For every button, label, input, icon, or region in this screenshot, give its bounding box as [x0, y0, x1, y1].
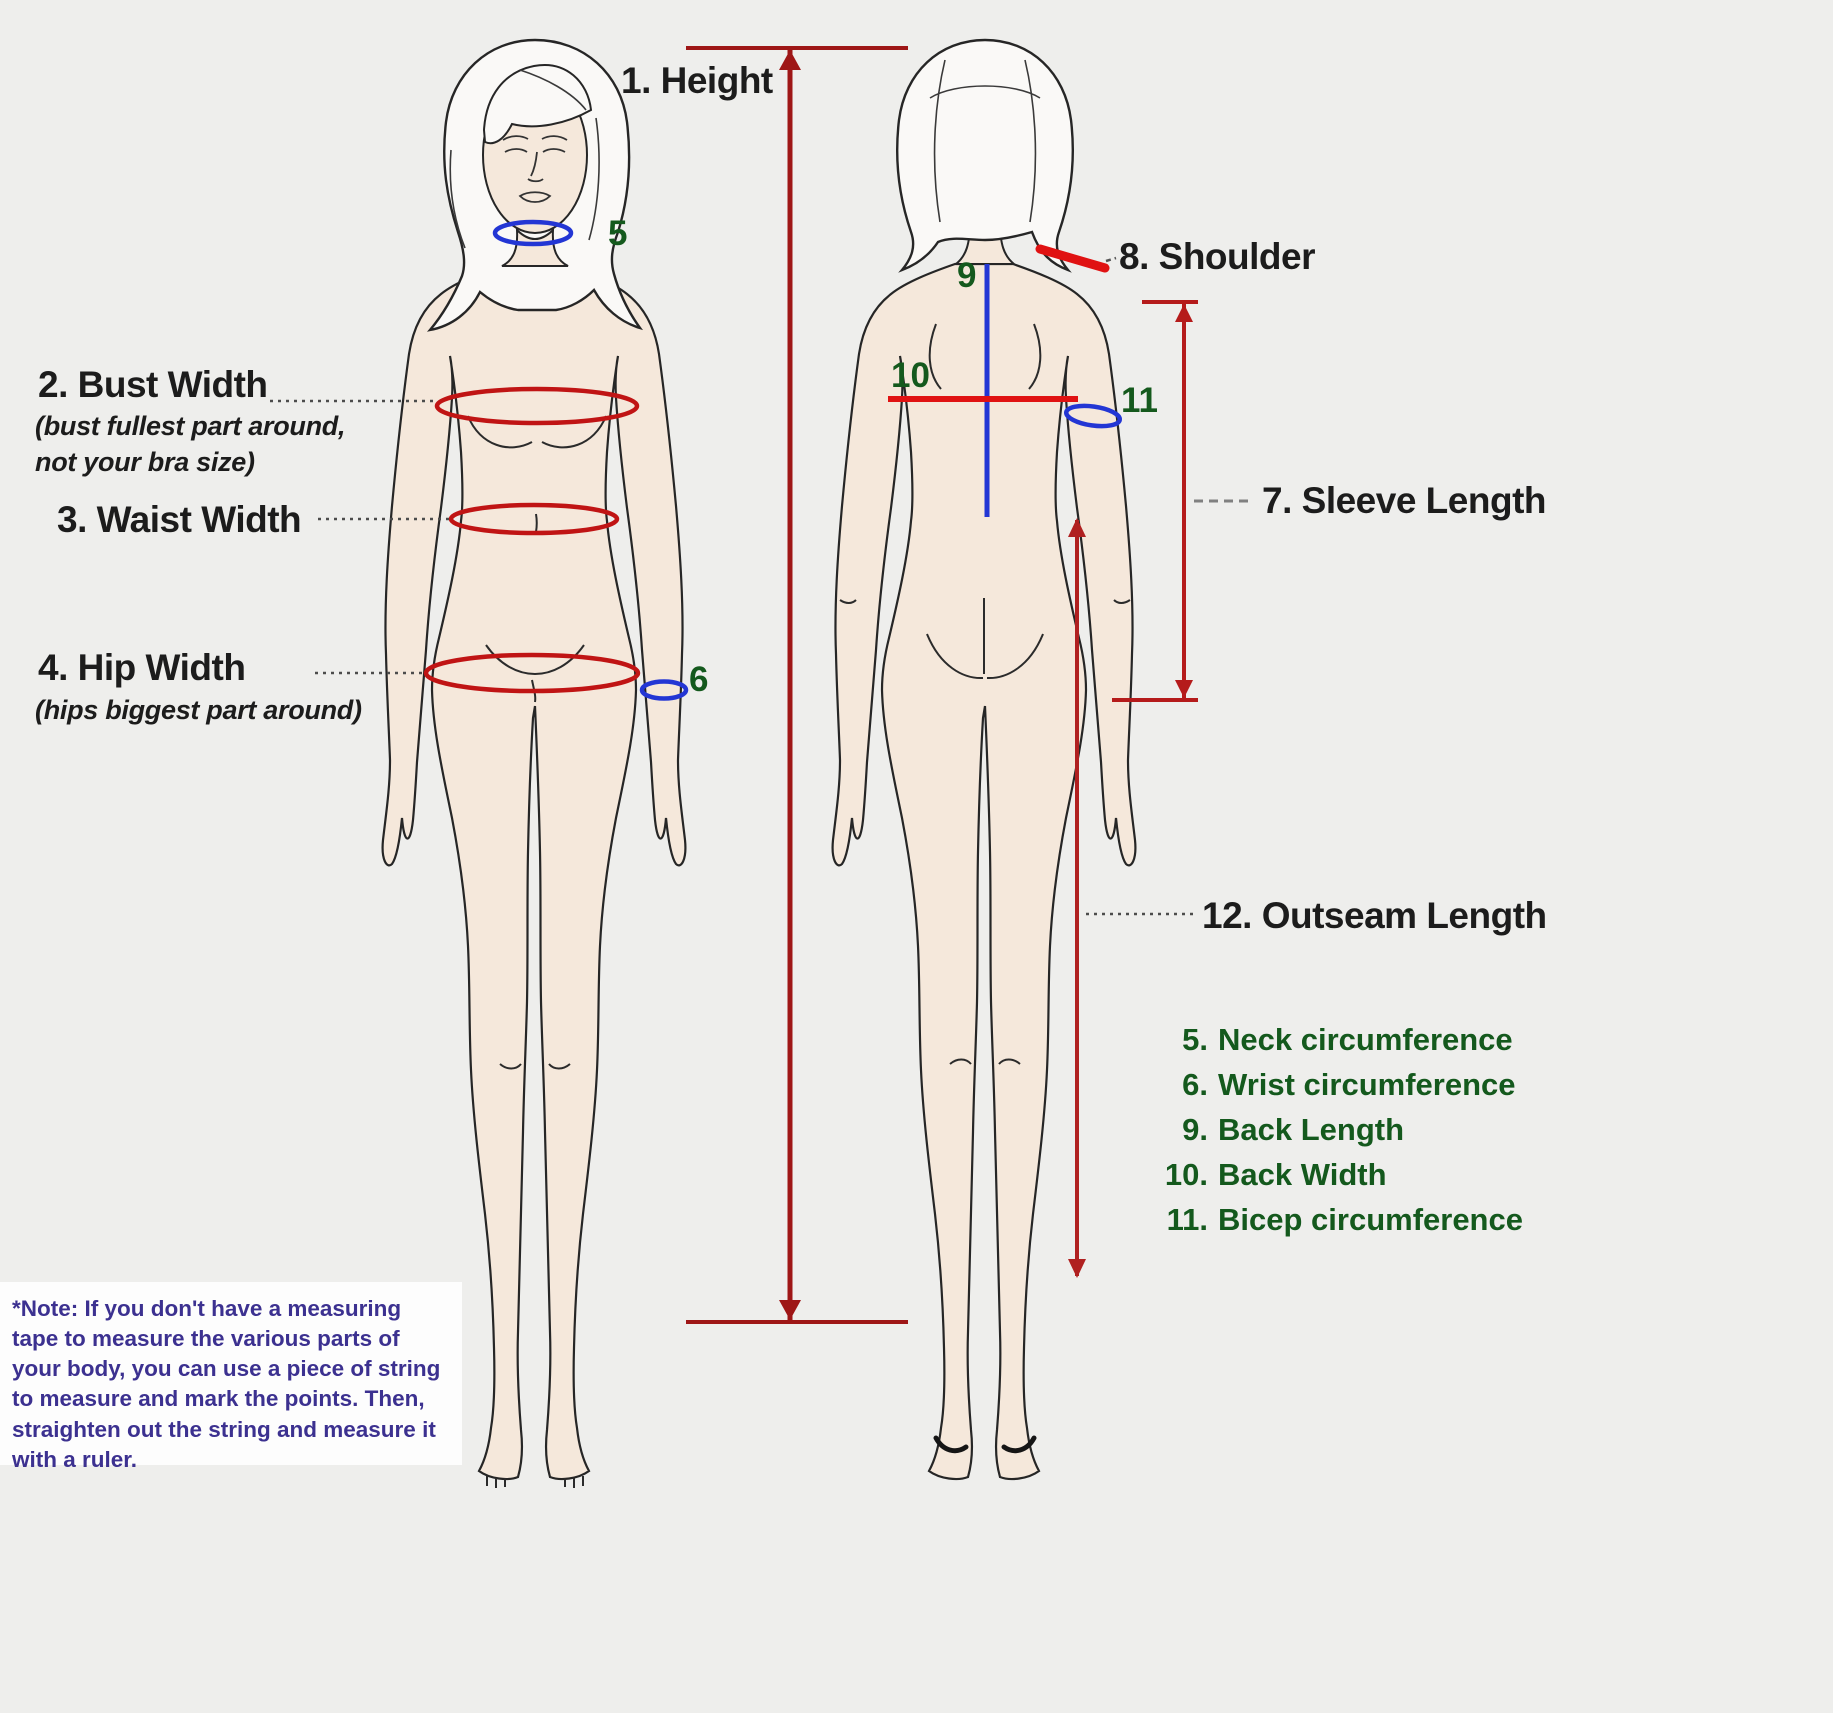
- bicep-number: 11: [1121, 381, 1158, 420]
- bicep-ellipse: [1063, 403, 1123, 429]
- legend-item-wrist: 6. Wrist circumference: [1140, 1067, 1523, 1112]
- back-hair-strands: [929, 59, 1041, 223]
- back-hair: [896, 38, 1074, 273]
- measurement-overlays: [270, 46, 1254, 1324]
- back-figure: [831, 38, 1137, 1481]
- bust-label: 2. Bust Width: [38, 364, 268, 405]
- front-face-features: [502, 135, 568, 203]
- back-body: [831, 262, 1137, 1481]
- front-hair-fringe: [482, 64, 593, 145]
- bust-ellipse: [434, 386, 640, 426]
- back-width-number: 10: [891, 356, 930, 395]
- legend-item-label: Back Length: [1218, 1112, 1405, 1147]
- hip-ellipse: [423, 652, 641, 694]
- outseam-arrow-up: [1068, 518, 1086, 537]
- legend-item-label: Neck circumference: [1218, 1022, 1513, 1057]
- legend-item-number: 6.: [1182, 1067, 1208, 1102]
- legend-item-bicep: 11. Bicep circumference: [1140, 1202, 1523, 1247]
- shoulder-label: 8. Shoulder: [1119, 236, 1315, 277]
- legend-item-number: 10.: [1164, 1157, 1208, 1192]
- legend-item-back-length: 9. Back Length: [1140, 1112, 1523, 1157]
- height-line-caps: [686, 46, 908, 1324]
- height-arrow-down: [779, 1300, 801, 1320]
- front-hair-strands: [449, 69, 600, 249]
- front-figure: [381, 38, 687, 1488]
- legend-item-label: Wrist circumference: [1218, 1067, 1516, 1102]
- sleeve-arrow-down: [1175, 680, 1193, 698]
- sleeve-line-caps: [1112, 300, 1198, 702]
- sleeve-label: 7. Sleeve Length: [1262, 480, 1547, 521]
- legend-item-back-width: 10. Back Width: [1140, 1157, 1523, 1202]
- shoulder-leader-line: [1105, 256, 1117, 263]
- note-text: *Note: If you don't have a measuring tap…: [12, 1296, 441, 1472]
- front-body: [381, 262, 687, 1481]
- legend-item-label: Bicep circumference: [1218, 1202, 1523, 1237]
- height-arrow-up: [779, 50, 801, 70]
- legend-item-label: Back Width: [1218, 1157, 1387, 1192]
- back-body-details: [839, 323, 1131, 1065]
- legend-item-number: 5.: [1182, 1022, 1208, 1057]
- legend-item-number: 9.: [1182, 1112, 1208, 1147]
- back-length-number: 9: [957, 256, 977, 295]
- bust-note: (bust fullest part around, not your bra …: [35, 411, 346, 478]
- neck-ellipse: [492, 219, 574, 247]
- legend-item-number: 11.: [1166, 1202, 1208, 1237]
- height-label: 1. Height: [621, 60, 773, 101]
- waist-ellipse: [448, 502, 620, 536]
- hip-note: (hips biggest part around): [35, 695, 362, 725]
- wrist-ellipse: [639, 679, 689, 701]
- outseam-arrow-down: [1068, 1259, 1086, 1278]
- note-box: *Note: If you don't have a measuring tap…: [0, 1282, 462, 1472]
- front-neck: [501, 227, 569, 267]
- hip-label: 4. Hip Width: [38, 647, 246, 688]
- back-heels: [933, 1435, 1037, 1454]
- shoulder-line: [1035, 244, 1110, 273]
- wrist-number: 6: [689, 660, 709, 699]
- legend-item-neck: 5. Neck circumference: [1140, 1022, 1523, 1067]
- sleeve-arrow-up: [1175, 304, 1193, 322]
- waist-label: 3. Waist Width: [57, 499, 302, 540]
- neck-number: 5: [608, 214, 628, 253]
- legend: 5. Neck circumference 6. Wrist circumfer…: [1140, 1022, 1523, 1247]
- outseam-label: 12. Outseam Length: [1202, 895, 1547, 936]
